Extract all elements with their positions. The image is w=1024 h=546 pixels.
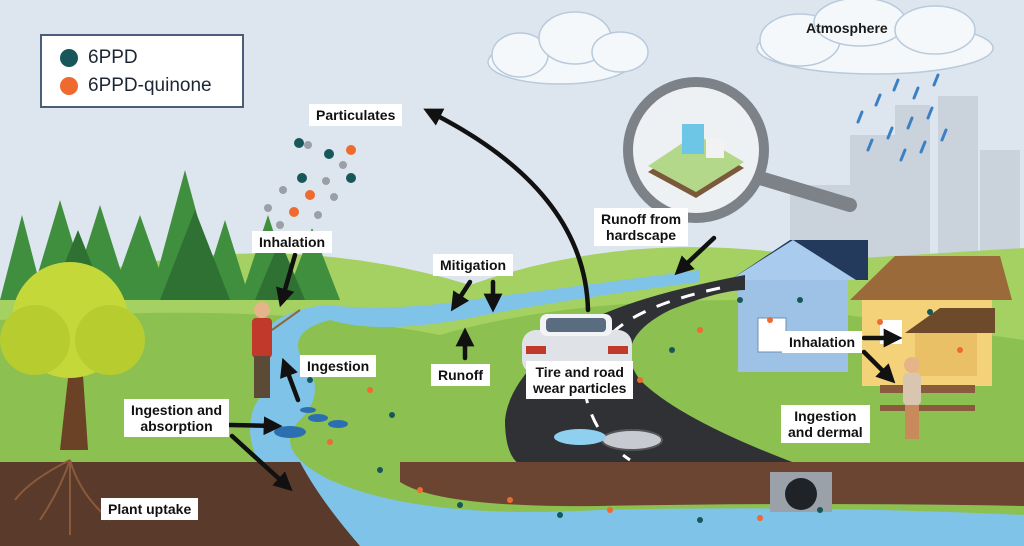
arrow-ingestion — [280, 357, 301, 403]
water-particles — [307, 297, 963, 523]
legend-swatch-6ppd — [60, 49, 78, 67]
culvert — [770, 472, 832, 512]
cloud-right — [756, 0, 994, 75]
legend-label-6ppd: 6PPD — [88, 47, 138, 68]
blue-house — [730, 240, 868, 372]
deciduous-tree — [0, 262, 145, 450]
label-mitigation: Mitigation — [433, 254, 514, 277]
legend-item-6ppd: 6PPD — [60, 45, 138, 71]
label-runoff: Runoff — [431, 364, 491, 387]
cloud-left — [487, 11, 649, 85]
person-on-bench — [880, 357, 975, 439]
arrow-mitigation-left — [450, 279, 473, 312]
label-ingestion-absorption: Ingestion and absorption — [124, 399, 229, 438]
label-runoff-from-hardscape: Runoff from hardscape — [594, 208, 689, 247]
fisherman — [252, 302, 301, 398]
particulate-cloud — [264, 138, 356, 229]
legend-swatch-6ppd-quinone — [60, 77, 78, 95]
arrow-to-particulates — [423, 108, 591, 313]
soil-right — [400, 462, 1024, 507]
arrow-plant-uptake — [229, 433, 293, 492]
road-centerline — [584, 286, 721, 462]
label-atmosphere: Atmosphere — [806, 20, 888, 36]
label-plant-uptake: Plant uptake — [101, 498, 199, 521]
label-ingestion: Ingestion — [300, 355, 377, 378]
legend-label-6ppd-quinone: 6PPD-quinone — [88, 75, 212, 96]
label-inhalation-forest: Inhalation — [252, 231, 333, 254]
magnifier — [623, 77, 857, 223]
arrow-runoff-hardscape — [674, 235, 717, 276]
manhole — [601, 429, 663, 451]
arrow-ingestion-absorption-fish — [227, 416, 283, 436]
label-inhalation-house: Inhalation — [782, 331, 863, 354]
arrow-ingestion-dermal — [861, 349, 896, 384]
label-particulates: Particulates — [309, 104, 403, 127]
road — [505, 275, 800, 465]
puddle — [554, 429, 606, 445]
label-ingestion-dermal: Ingestion and dermal — [781, 405, 870, 444]
arrow-inhalation-forest — [276, 252, 298, 308]
rain — [856, 73, 948, 162]
legend: 6PPD 6PPD-quinone — [40, 34, 244, 108]
legend-item-6ppd-quinone: 6PPD-quinone — [60, 73, 212, 99]
label-tire-road-wear: Tire and road wear particles — [526, 361, 634, 400]
arrows — [227, 108, 903, 492]
